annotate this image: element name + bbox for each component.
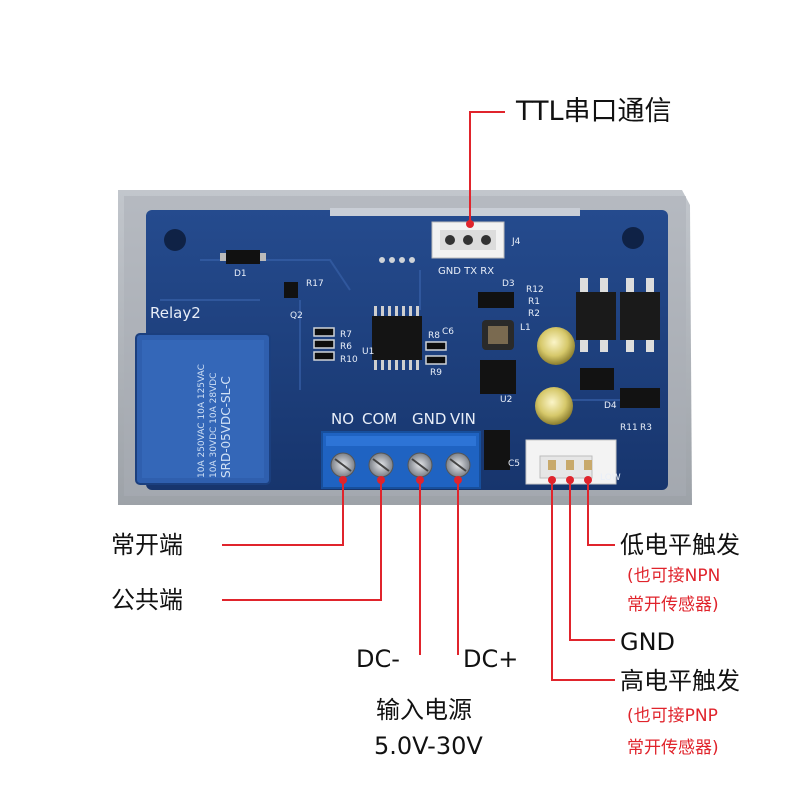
component-ref-label: LOW — [600, 473, 621, 483]
component-ref-label: R8 — [428, 331, 440, 341]
ttl-serial-label: TTL串口通信 — [516, 96, 672, 127]
component-ref-label: Q2 — [290, 311, 303, 321]
electrolytic-capacitors — [535, 327, 575, 425]
component-ref-label: R9 — [430, 368, 442, 378]
low-trigger-note-1: (也可接NPN — [627, 566, 721, 586]
component-ref-label: C5 — [508, 459, 520, 469]
low-trigger-note-2: 常开传感器) — [627, 595, 719, 615]
component-ref-label: D1 — [234, 269, 247, 279]
main-ic-u1 — [372, 306, 422, 370]
relay-rating-text: 10A 30VDC 10A 28VDC — [209, 373, 219, 478]
relay-model-text: SRD-05VDC-SL-C — [219, 376, 233, 478]
component-ref-label: R3 — [640, 423, 652, 433]
leader-lines — [222, 111, 615, 681]
high-trigger-label: 高电平触发 — [620, 667, 740, 695]
relay-rating-text: 10A 250VAC 10A 125VAC — [197, 364, 207, 478]
optocoupler-chips — [576, 278, 660, 352]
component-ref-label: R6 — [340, 342, 352, 352]
component-ref-label: D4 — [604, 401, 617, 411]
terminal-label-gnd: GND — [412, 410, 446, 428]
component-ref-label: R11 — [620, 423, 638, 433]
header-pin-labels: GND TX RX — [438, 266, 494, 277]
low-trigger-label: 低电平触发 — [620, 531, 740, 559]
component-ref-label: C6 — [442, 327, 454, 337]
component-ref-label: R10 — [340, 355, 358, 365]
dc-minus-label: DC- — [356, 645, 400, 673]
ttl-header-connector — [431, 221, 505, 259]
normally-open-label: 常开端 — [111, 531, 183, 559]
component-ref-label: U2 — [500, 395, 512, 405]
high-trigger-note-1: (也可接PNP — [627, 706, 718, 726]
component-ref-label: U1 — [362, 347, 374, 357]
common-terminal-label: 公共端 — [111, 586, 183, 614]
high-trigger-note-2: 常开传感器) — [627, 738, 719, 758]
relay-module: SRD-05VDC-SL-C 10A 30VDC 10A 28VDC 10A 2… — [135, 333, 271, 485]
terminal-label-vin: VIN — [450, 410, 476, 428]
terminal-label-no: NO — [331, 410, 354, 428]
terminal-label-com: COM — [362, 410, 397, 428]
component-ref-label: R2 — [528, 309, 540, 319]
component-ref-label: R1 — [528, 297, 540, 307]
component-ref-label: L1 — [520, 323, 531, 333]
power-input-range: 5.0V-30V — [374, 732, 483, 760]
dc-plus-label: DC+ — [463, 645, 519, 673]
header-ref-label: J4 — [511, 237, 521, 247]
component-ref-label: R17 — [306, 279, 324, 289]
relay-silkscreen-label: Relay2 — [150, 304, 201, 322]
gnd-label: GND — [620, 628, 676, 656]
power-input-title: 输入电源 — [376, 696, 472, 724]
component-ref-label: R7 — [340, 330, 352, 340]
component-ref-label: D3 — [502, 279, 515, 289]
component-ref-label: R12 — [526, 285, 544, 295]
